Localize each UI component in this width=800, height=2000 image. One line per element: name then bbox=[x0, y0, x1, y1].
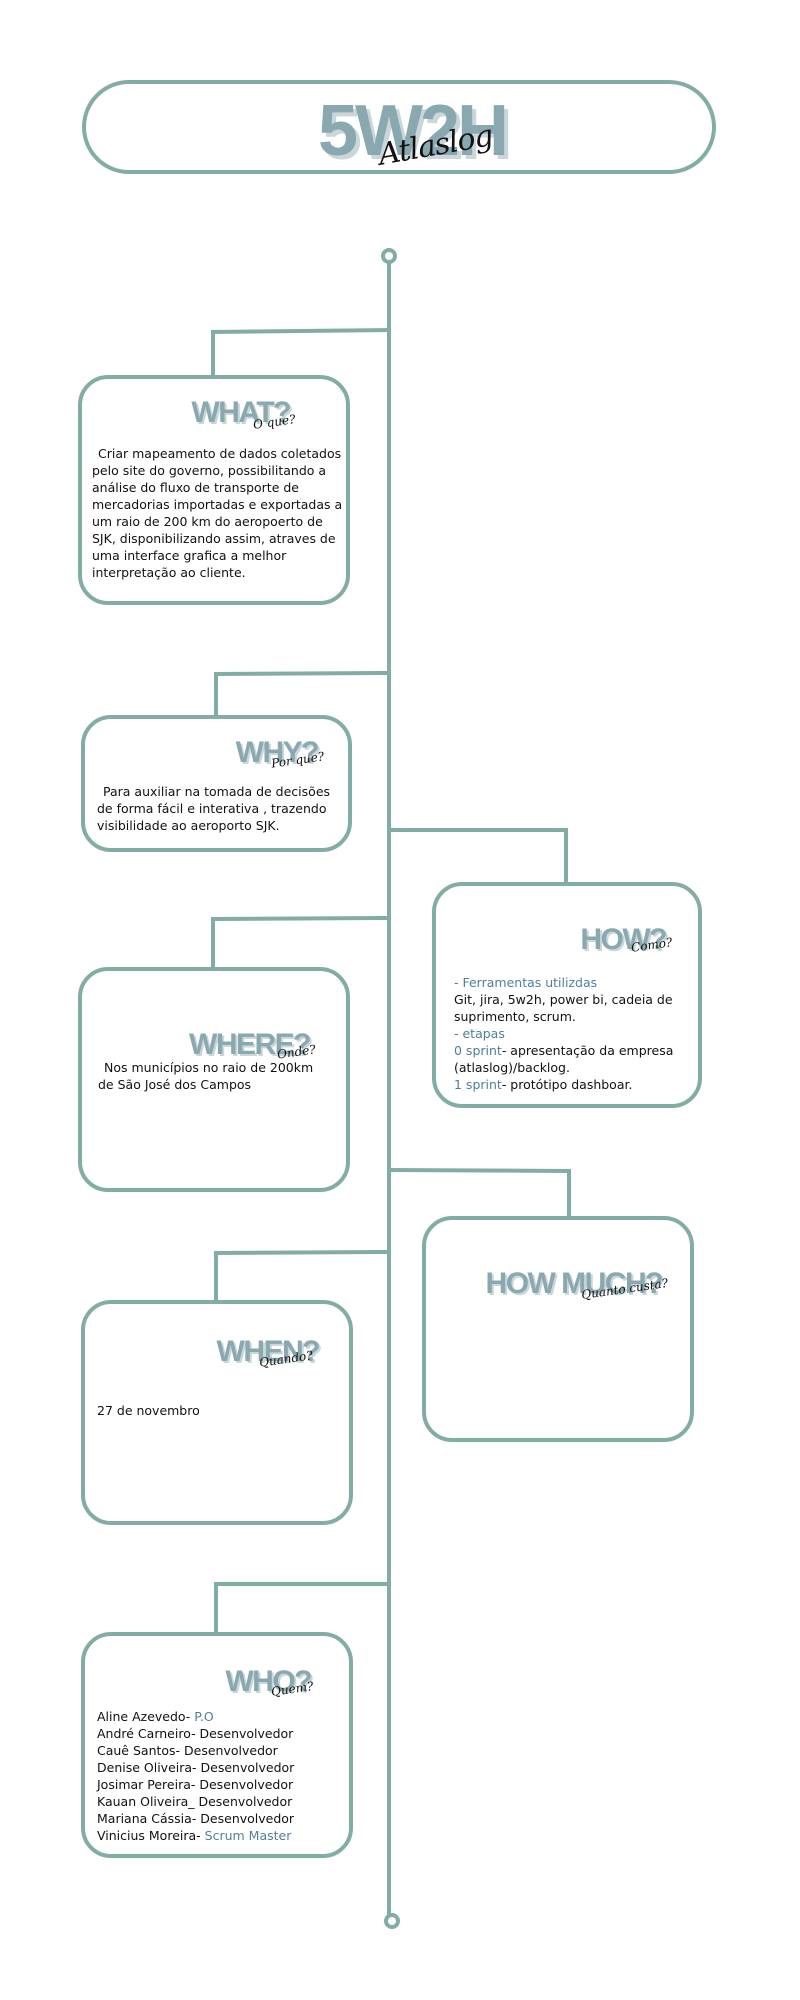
who-member-role: Scrum Master bbox=[204, 1828, 292, 1843]
who-member-name: Mariana Cássia- Desenvolvedor bbox=[97, 1811, 295, 1826]
card-where-body: Nos municípios no raio de 200km de São J… bbox=[98, 1059, 334, 1093]
who-member-name: Cauê Santos- Desenvolvedor bbox=[97, 1743, 278, 1758]
who-member: Aline Azevedo- P.O bbox=[97, 1708, 337, 1725]
timeline-end-node bbox=[384, 1913, 400, 1929]
how-sprint-1-text: - protótipo dashboar. bbox=[501, 1077, 633, 1092]
card-who-body: Aline Azevedo- P.O André Carneiro- Desen… bbox=[97, 1708, 337, 1844]
card-how-title: HOW? bbox=[580, 923, 667, 956]
card-what-line: SJK, disponibilizando assim, atraves de bbox=[92, 531, 336, 546]
card-what-line: mercadorias importadas e exportadas a bbox=[92, 497, 343, 512]
card-where-line: Nos municípios no raio de 200km bbox=[104, 1060, 314, 1075]
card-how-heading: HOW? Como? bbox=[410, 904, 672, 956]
card-where-line: de São José dos Campos bbox=[98, 1077, 252, 1092]
card-when-title: WHEN? bbox=[216, 1335, 321, 1368]
card-who-heading: WHO? Quem? bbox=[61, 1654, 321, 1699]
card-what-body: Criar mapeamento de dados coletados pelo… bbox=[92, 445, 343, 581]
card-what-heading: WHAT? O que? bbox=[58, 397, 318, 437]
card-where-heading: WHERE? Onde? bbox=[58, 989, 318, 1062]
card-what-line: interpretação ao cliente. bbox=[92, 565, 246, 580]
who-member-name: Aline Azevedo- bbox=[97, 1709, 195, 1724]
card-why-line: visibilidade ao aeroporto SJK. bbox=[97, 818, 280, 833]
connector-how bbox=[389, 828, 568, 882]
card-what-line: um raio de 200 km do aeropoerto de bbox=[92, 514, 323, 529]
card-why-line: de forma fácil e interativa , trazendo bbox=[97, 801, 327, 816]
who-member: André Carneiro- Desenvolvedor bbox=[97, 1725, 337, 1742]
main-title: 5W2H bbox=[318, 91, 509, 171]
who-member: Kauan Oliveira_ Desenvolvedor bbox=[97, 1793, 337, 1810]
who-member: Vinicius Moreira- Scrum Master bbox=[97, 1827, 337, 1844]
card-when-body: 27 de novembro bbox=[97, 1402, 337, 1419]
connector-why bbox=[214, 671, 390, 716]
card-when-heading: WHEN? Quando? bbox=[61, 1322, 321, 1370]
how-sprint-0-cont: (atlaslog)/backlog. bbox=[454, 1060, 570, 1075]
card-who: WHO? Quem? Aline Azevedo- P.O André Carn… bbox=[81, 1632, 353, 1858]
card-how: HOW? Como? - Ferramentas utilizdas Git, … bbox=[432, 882, 702, 1108]
how-sprint-1-label: 1 sprint bbox=[454, 1077, 502, 1092]
who-member-name: André Carneiro- Desenvolvedor bbox=[97, 1726, 294, 1741]
card-why-line: Para auxiliar na tomada de decisões bbox=[103, 784, 331, 799]
card-how-much-heading: HOW MUCH? Quanto custa? bbox=[402, 1238, 669, 1303]
connector-when bbox=[214, 1250, 390, 1301]
connector-who bbox=[214, 1582, 389, 1632]
card-what-line: Criar mapeamento de dados coletados bbox=[98, 446, 342, 461]
timeline-start-node bbox=[381, 248, 397, 264]
how-sprint-0-text: - apresentação da empresa bbox=[501, 1043, 674, 1058]
card-why-title: WHY? bbox=[235, 736, 320, 769]
how-tools-line: Git, jira, 5w2h, power bi, cadeia de bbox=[454, 992, 673, 1007]
card-where: WHERE? Onde? Nos municípios no raio de 2… bbox=[78, 967, 350, 1192]
how-steps-heading: - etapas bbox=[454, 1026, 505, 1041]
card-what-line: análise do fluxo de transporte de bbox=[92, 480, 299, 495]
card-what: WHAT? O que? Criar mapeamento de dados c… bbox=[78, 375, 350, 605]
who-member: Cauê Santos- Desenvolvedor bbox=[97, 1742, 337, 1759]
card-how-body: - Ferramentas utilizdas Git, jira, 5w2h,… bbox=[454, 974, 686, 1093]
who-member-role: P.O bbox=[194, 1709, 214, 1724]
card-how-much: HOW MUCH? Quanto custa? bbox=[422, 1216, 694, 1442]
card-why-heading: WHY? Por que? bbox=[60, 736, 325, 777]
header-pill bbox=[82, 80, 716, 174]
who-member: Mariana Cássia- Desenvolvedor bbox=[97, 1810, 337, 1827]
who-member-name: Vinicius Moreira- bbox=[97, 1828, 205, 1843]
who-member-name: Josimar Pereira- Desenvolvedor bbox=[97, 1777, 294, 1792]
card-where-title: WHERE? bbox=[189, 1028, 312, 1061]
who-member-name: Denise Oliveira- Desenvolvedor bbox=[97, 1760, 295, 1775]
card-why-body: Para auxiliar na tomada de decisões de f… bbox=[97, 783, 336, 834]
card-who-title: WHO? bbox=[225, 1665, 312, 1698]
connector-how-much bbox=[388, 1168, 571, 1216]
who-member: Josimar Pereira- Desenvolvedor bbox=[97, 1776, 337, 1793]
how-tools-line: suprimento, scrum. bbox=[454, 1009, 576, 1024]
how-tools-heading: - Ferramentas utilizdas bbox=[454, 975, 598, 990]
how-sprint-1: 1 sprint- protótipo dashboar. bbox=[454, 1076, 686, 1093]
card-why: WHY? Por que? Para auxiliar na tomada de… bbox=[81, 715, 352, 852]
card-when-date: 27 de novembro bbox=[97, 1403, 200, 1418]
who-member: Denise Oliveira- Desenvolvedor bbox=[97, 1759, 337, 1776]
card-what-title: WHAT? bbox=[191, 396, 291, 429]
who-member-name: Kauan Oliveira_ Desenvolvedor bbox=[97, 1794, 293, 1809]
card-what-line: pelo site do governo, possibilitando a bbox=[92, 463, 327, 478]
card-what-line: uma interface grafica a melhor bbox=[92, 548, 287, 563]
connector-where bbox=[211, 916, 390, 967]
card-how-much-title: HOW MUCH? bbox=[485, 1267, 664, 1300]
card-when: WHEN? Quando? 27 de novembro bbox=[81, 1300, 353, 1525]
connector-what bbox=[211, 328, 390, 376]
how-sprint-0-label: 0 sprint bbox=[454, 1043, 502, 1058]
how-sprint-0: 0 sprint- apresentação da empresa bbox=[454, 1042, 686, 1059]
